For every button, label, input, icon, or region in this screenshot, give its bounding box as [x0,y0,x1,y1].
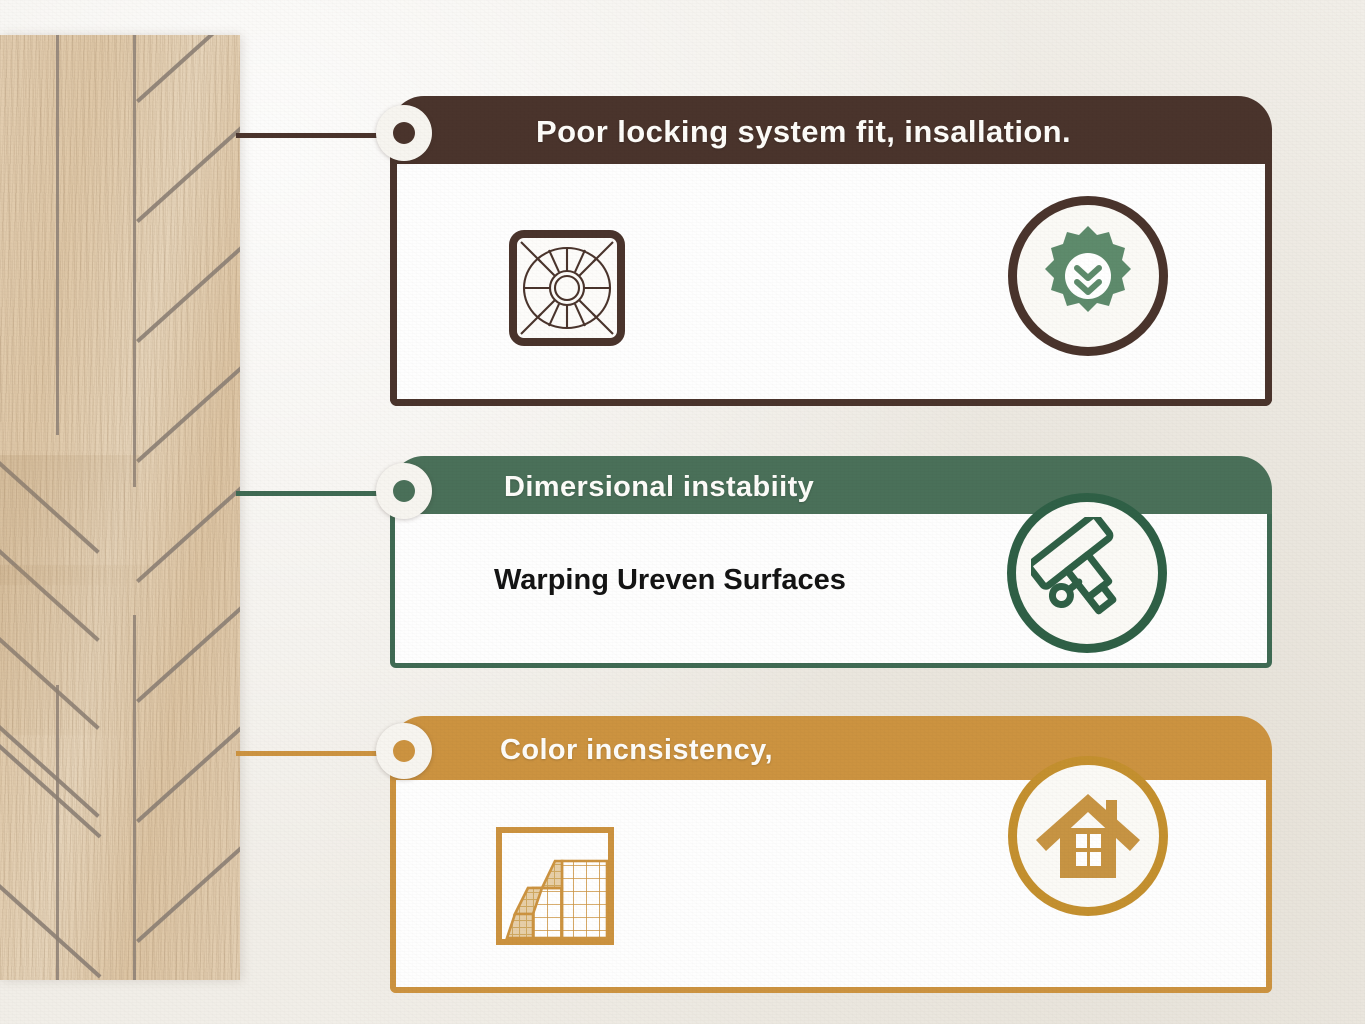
plank-seam-vertical [56,685,59,980]
wood-shade-band [0,565,150,735]
card-1-title: Poor locking system fit, insallation. [536,114,1072,149]
vent-grille-icon [507,228,627,353]
card-3-node-dot [393,740,415,762]
card-3-header: Color incnsistency, [390,716,1272,784]
card-1-node-marker[interactable] [376,105,432,161]
trowel-tool-icon [1031,517,1117,615]
card-3-node-marker[interactable] [376,723,432,779]
card-1-badge[interactable] [1008,196,1168,356]
wood-base-texture [0,35,240,980]
connector-line-card-3 [236,751,411,756]
card-3-title: Color incnsistency, [500,733,773,766]
wood-shade-band [0,455,140,585]
card-2-node-dot [393,480,415,502]
card-2-badge[interactable] [1007,493,1167,653]
connector-line-card-1 [236,133,411,138]
card-3-badge[interactable] [1008,756,1168,916]
card-1-node-dot [393,122,415,144]
card-dimensional-instability[interactable]: Dimersional instabiity Warping Ureven Su… [390,456,1272,668]
card-2-header: Dimersional instabiity [390,456,1272,518]
plank-seam-vertical [133,615,136,980]
wood-grain-overlay [0,35,240,980]
card-color-inconsistency[interactable]: Color incnsistency, [390,716,1272,993]
house-icon [1036,794,1140,878]
card-1-header: Poor locking system fit, insallation. [390,96,1272,168]
plank-seam-vertical [133,35,136,487]
wood-flooring-panel [0,35,240,980]
card-2-body-text: Warping Ureven Surfaces [494,564,846,596]
gear-chevron-down-icon [1045,226,1131,312]
tiled-stairs-icon [495,826,615,951]
card-2-node-marker[interactable] [376,463,432,519]
connector-line-card-2 [236,491,411,496]
card-poor-locking-system[interactable]: Poor locking system fit, insallation. [390,96,1272,406]
plank-seam-vertical [56,35,59,435]
card-2-title: Dimersional instabiity [504,470,815,503]
